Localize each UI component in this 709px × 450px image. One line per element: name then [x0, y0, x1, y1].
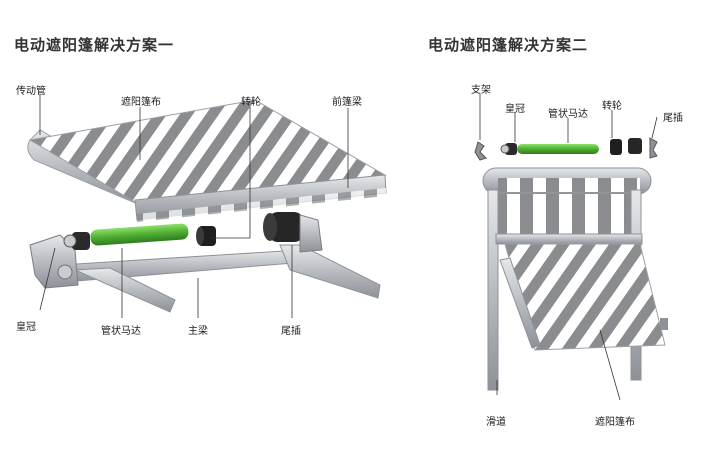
label-tail-plug-1: 尾插 [281, 322, 301, 337]
tail-plug-2 [628, 138, 657, 158]
tubular-motor-2 [517, 144, 599, 154]
label-slide-rail: 滑道 [486, 413, 506, 428]
label-bracket: 支架 [471, 81, 491, 96]
label-tubular-motor-2: 管状马达 [548, 105, 588, 120]
arm-right [280, 245, 380, 298]
label-tail-plug-2: 尾插 [663, 109, 683, 124]
label-crown-2: 皇冠 [505, 100, 525, 115]
scheme1-illustration [28, 100, 386, 312]
label-main-beam: 主梁 [188, 322, 208, 337]
wheel-1 [196, 226, 216, 246]
label-drive-tube: 传动管 [16, 82, 46, 97]
scheme1-title: 电动遮阳篷解决方案一 [14, 34, 174, 55]
label-wheel-2: 转轮 [602, 97, 622, 112]
label-awning-fabric-1: 遮阳篷布 [121, 93, 161, 108]
label-wheel-1: 转轮 [241, 93, 261, 108]
slide-rail-left [488, 190, 498, 390]
tubular-motor-1 [90, 223, 189, 246]
scheme2-title: 电动遮阳篷解决方案二 [428, 34, 588, 55]
scheme2-illustration [475, 138, 668, 390]
label-awning-fabric-2: 遮阳篷布 [595, 413, 635, 428]
wheel-2 [610, 139, 622, 155]
bracket-2 [475, 142, 486, 160]
label-front-beam: 前篷梁 [332, 93, 362, 108]
awning-fabric-2-top [498, 178, 640, 192]
label-tubular-motor-1: 管状马达 [101, 322, 141, 337]
label-crown-1: 皇冠 [16, 318, 36, 333]
